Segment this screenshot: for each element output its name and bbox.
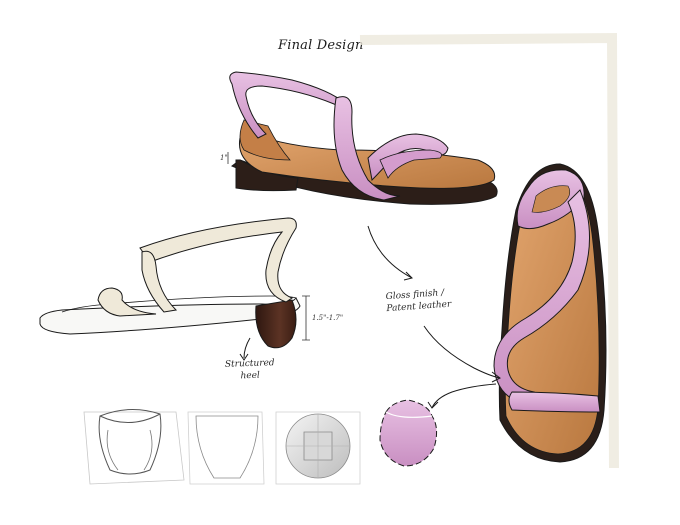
arrow-to-top-view — [423, 325, 501, 379]
heel-study-3-globe — [275, 411, 361, 485]
heel-height-note: 1.5"-1.7" — [312, 314, 343, 322]
material-swatch — [379, 399, 438, 467]
pink-sandal-side-view — [227, 71, 498, 205]
heel-study-2 — [187, 411, 265, 485]
annotation-arrows — [239, 225, 501, 409]
pink-sandal-top-view — [493, 163, 607, 463]
background-paper — [359, 32, 619, 469]
arrow-to-heel — [243, 337, 251, 359]
heel-note: Structured heel — [210, 357, 291, 384]
heel-study-1 — [83, 409, 185, 485]
cream-sandal-side-view — [39, 217, 310, 349]
arrow-to-swatch — [431, 383, 497, 409]
strap-height-note: 1" — [220, 154, 228, 162]
arrow-to-finish-note — [367, 225, 413, 279]
page-title: Final Design — [278, 38, 364, 53]
